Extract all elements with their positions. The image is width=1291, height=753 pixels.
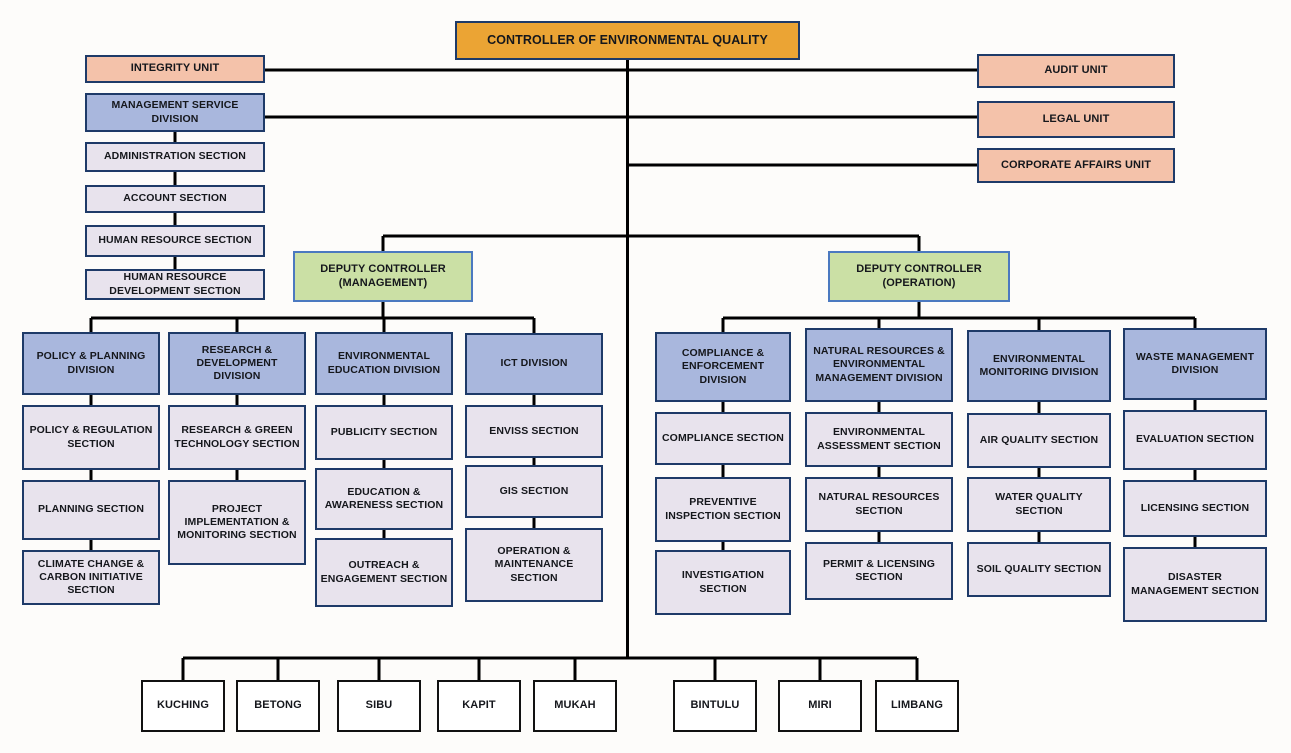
office-miri-box: MIRI	[778, 680, 862, 732]
enviss-section-box: ENVISS SECTION	[465, 405, 603, 458]
ict-division-box: ICT DIVISION	[465, 333, 603, 395]
publicity-section-box: PUBLICITY SECTION	[315, 405, 453, 460]
administration-section-box: ADMINISTRATION SECTION	[85, 142, 265, 172]
human-resource-development-section-box: HUMAN RESOURCE DEVELOPMENT SECTION	[85, 269, 265, 300]
legal-unit-box: LEGAL UNIT	[977, 101, 1175, 138]
office-limbang-box: LIMBANG	[875, 680, 959, 732]
office-kapit-box: KAPIT	[437, 680, 521, 732]
office-kuching-box: KUCHING	[141, 680, 225, 732]
gis-section-box: GIS SECTION	[465, 465, 603, 518]
deputy-controller-management-box: DEPUTY CONTROLLER (MANAGEMENT)	[293, 251, 473, 302]
integrity-unit-box: INTEGRITY UNIT	[85, 55, 265, 83]
investigation-section-box: INVESTIGATION SECTION	[655, 550, 791, 615]
policy-planning-division-box: POLICY & PLANNING DIVISION	[22, 332, 160, 395]
compliance-section-box: COMPLIANCE SECTION	[655, 412, 791, 465]
office-betong-box: BETONG	[236, 680, 320, 732]
audit-unit-box: AUDIT UNIT	[977, 54, 1175, 88]
air-quality-section-box: AIR QUALITY SECTION	[967, 413, 1111, 468]
research-development-division-box: RESEARCH & DEVELOPMENT DIVISION	[168, 332, 306, 395]
water-quality-section-box: WATER QUALITY SECTION	[967, 477, 1111, 532]
preventive-inspection-section-box: PREVENTIVE INSPECTION SECTION	[655, 477, 791, 542]
disaster-management-section-box: DISASTER MANAGEMENT SECTION	[1123, 547, 1267, 622]
account-section-box: ACCOUNT SECTION	[85, 185, 265, 213]
evaluation-section-box: EVALUATION SECTION	[1123, 410, 1267, 470]
soil-quality-section-box: SOIL QUALITY SECTION	[967, 542, 1111, 597]
policy-regulation-section-box: POLICY & REGULATION SECTION	[22, 405, 160, 470]
corporate-affairs-unit-box: CORPORATE AFFAIRS UNIT	[977, 148, 1175, 183]
environmental-assessment-section-box: ENVIRONMENTAL ASSESSMENT SECTION	[805, 412, 953, 467]
climate-change-section-box: CLIMATE CHANGE & CARBON INITIATIVE SECTI…	[22, 550, 160, 605]
deputy-controller-operation-box: DEPUTY CONTROLLER (OPERATION)	[828, 251, 1010, 302]
planning-section-box: PLANNING SECTION	[22, 480, 160, 540]
operation-maintenance-section-box: OPERATION & MAINTENANCE SECTION	[465, 528, 603, 602]
licensing-section-box: LICENSING SECTION	[1123, 480, 1267, 537]
outreach-engagement-section-box: OUTREACH & ENGAGEMENT SECTION	[315, 538, 453, 607]
management-service-division-box: MANAGEMENT SERVICE DIVISION	[85, 93, 265, 132]
natural-resources-section-box: NATURAL RESOURCES SECTION	[805, 477, 953, 532]
environmental-education-division-box: ENVIRONMENTAL EDUCATION DIVISION	[315, 332, 453, 395]
environmental-monitoring-division-box: ENVIRONMENTAL MONITORING DIVISION	[967, 330, 1111, 402]
compliance-enforcement-division-box: COMPLIANCE & ENFORCEMENT DIVISION	[655, 332, 791, 402]
research-green-technology-section-box: RESEARCH & GREEN TECHNOLOGY SECTION	[168, 405, 306, 470]
permit-licensing-section-box: PERMIT & LICENSING SECTION	[805, 542, 953, 600]
controller-box: CONTROLLER OF ENVIRONMENTAL QUALITY	[455, 21, 800, 60]
natural-resources-division-box: NATURAL RESOURCES & ENVIRONMENTAL MANAGE…	[805, 328, 953, 402]
office-mukah-box: MUKAH	[533, 680, 617, 732]
project-implementation-section-box: PROJECT IMPLEMENTATION & MONITORING SECT…	[168, 480, 306, 565]
waste-management-division-box: WASTE MANAGEMENT DIVISION	[1123, 328, 1267, 400]
office-bintulu-box: BINTULU	[673, 680, 757, 732]
office-sibu-box: SIBU	[337, 680, 421, 732]
human-resource-section-box: HUMAN RESOURCE SECTION	[85, 225, 265, 257]
education-awareness-section-box: EDUCATION & AWARENESS SECTION	[315, 468, 453, 530]
